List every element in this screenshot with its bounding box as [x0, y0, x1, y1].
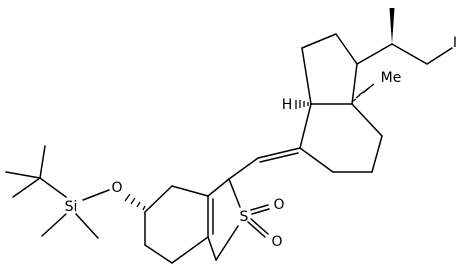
bond-c17-c16 [335, 33, 358, 65]
bond-s-o2 [250, 218, 269, 235]
c14-h-hash [295, 100, 309, 109]
bond-c6-c5 [207, 178, 230, 197]
bond-o-si [82, 189, 110, 201]
c3-o-hash [124, 193, 146, 211]
c20-methyl-wedge [389, 8, 395, 44]
bond-c6-s [228, 178, 241, 208]
atom-hydrogen: H [282, 97, 293, 113]
bond-c4-c3 [144, 185, 173, 213]
bond-c8-c14 [299, 103, 312, 149]
bond-c13-c12 [351, 103, 383, 137]
bond-c17-c13 [351, 63, 358, 105]
atom-oxygen: O [111, 180, 122, 196]
bond-c1-c10 [171, 236, 209, 264]
bond-si-methyl-2 [75, 213, 99, 239]
atom-methyl: Me [381, 70, 402, 86]
bond-c5-c4 [171, 185, 209, 197]
atom-iodine: I [453, 35, 457, 51]
bond-si-tbu [39, 177, 67, 198]
bond-s-o1-second [251, 208, 270, 215]
bond-c2-c1 [144, 244, 173, 264]
bond-s-c19 [215, 225, 239, 261]
bond-c8-c7-second [259, 152, 299, 163]
bond-tbu-methyl-2 [5, 171, 41, 179]
bond-tbu-methyl-3 [12, 177, 41, 198]
atom-silicon: Si [65, 199, 78, 215]
bond-s-o2-second [247, 221, 266, 238]
bond-c21-i [426, 47, 453, 65]
bond-s-o1 [250, 204, 269, 211]
bond-c20-c21 [391, 43, 428, 65]
atom-sulfonyl-oxygen-2: O [271, 234, 282, 250]
bond-c9-c8 [299, 147, 334, 173]
bond-c8-c7 [257, 147, 301, 159]
c18-methyl-hash [352, 83, 375, 102]
bond-c16-c15 [301, 33, 337, 49]
atom-labels: I Me H O Si S O O [65, 35, 457, 250]
bond-c15-c14 [301, 47, 312, 105]
bond-c12-c11 [371, 135, 383, 173]
bond-c17-c20 [356, 43, 393, 65]
bond-skeleton [5, 8, 453, 264]
bond-tbu-methyl-1 [39, 145, 46, 179]
atom-sulfonyl-oxygen-1: O [273, 197, 284, 213]
bond-si-methyl-1 [41, 213, 67, 237]
atom-sulfur: S [240, 209, 249, 225]
bond-c19-c10 [207, 236, 217, 261]
bond-c7-c6 [228, 157, 259, 180]
